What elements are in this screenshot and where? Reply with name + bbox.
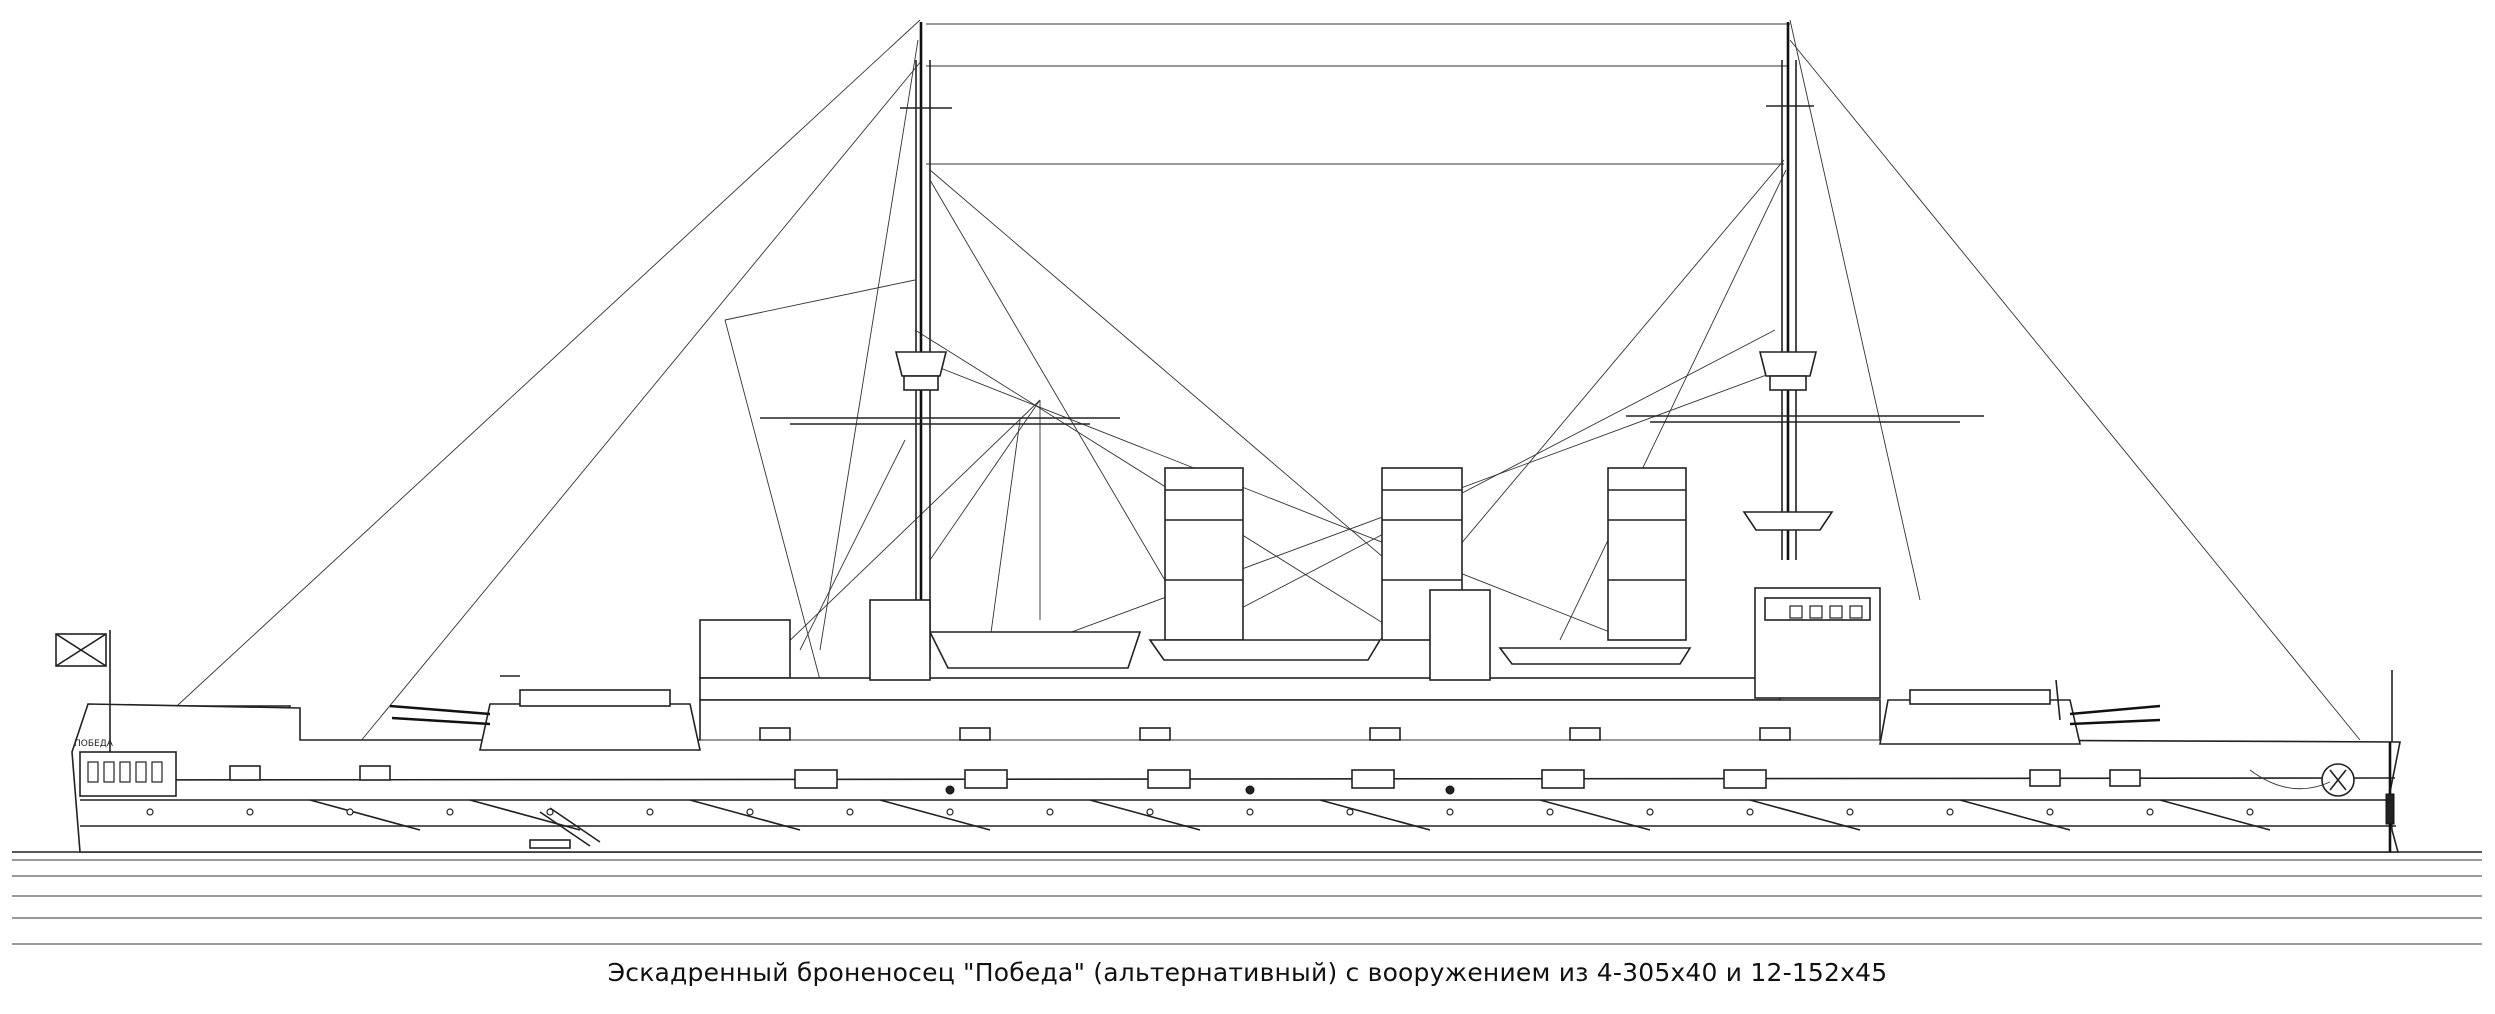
- naval-ensign-icon: [55, 630, 111, 752]
- rigging: [139, 19, 2361, 743]
- stern-name-label: ПОБЕДА: [74, 739, 114, 749]
- drawing-caption: Эскадренный броненосец "Победа" (альтерн…: [607, 958, 1888, 987]
- superstructure: [699, 587, 1881, 701]
- scuttles: [146, 785, 2254, 816]
- bow: [2385, 670, 2395, 852]
- stern-gallery: ПОБЕДА: [74, 739, 177, 797]
- waterlines: [12, 851, 2482, 945]
- accommodation-ladder: [529, 807, 601, 849]
- aft-main-turret: [389, 675, 701, 751]
- fore-mast: [760, 22, 1120, 660]
- forward-main-turret: [1879, 679, 2161, 745]
- net-booms: [309, 799, 2271, 831]
- funnels: [1164, 467, 1687, 641]
- casemate-guns: [229, 727, 2141, 789]
- anchor-icon: [2249, 763, 2355, 797]
- main-mast: [1626, 22, 1984, 560]
